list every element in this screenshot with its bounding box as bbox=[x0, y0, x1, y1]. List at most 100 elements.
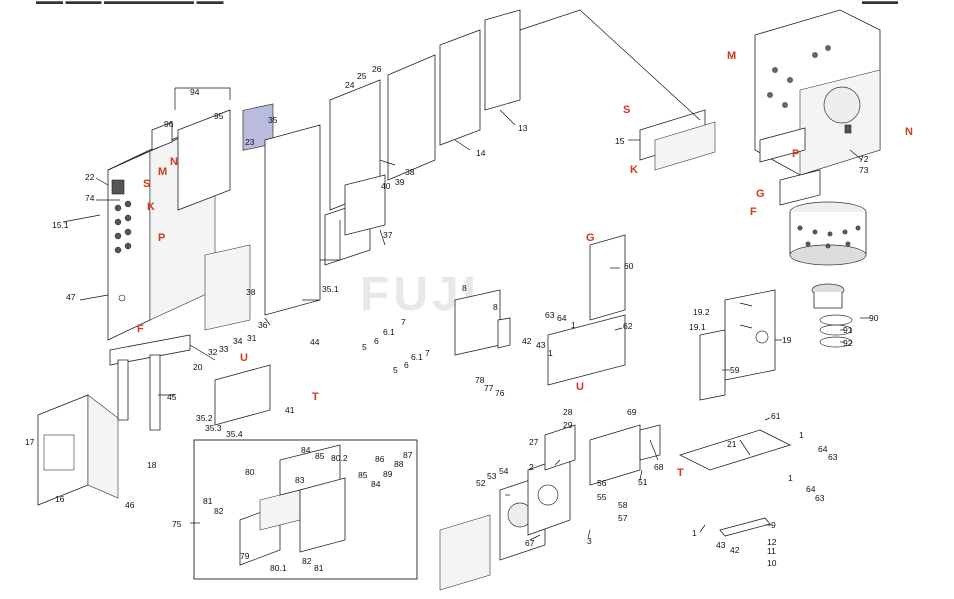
callout: 44 bbox=[310, 337, 320, 347]
callout: 38 bbox=[246, 287, 256, 297]
callout: 42 bbox=[730, 545, 740, 555]
callout: 85 bbox=[358, 470, 368, 480]
callout: 34 bbox=[233, 336, 243, 346]
callout: 64 bbox=[818, 444, 828, 454]
callout: 74 bbox=[85, 193, 95, 203]
callout: 18 bbox=[147, 460, 157, 470]
letter-marker: F bbox=[137, 323, 144, 335]
callout: 19.2 bbox=[693, 307, 710, 317]
callout: 42 bbox=[522, 336, 532, 346]
callout: 2 bbox=[529, 462, 534, 472]
left-cabinet bbox=[107, 103, 274, 341]
letter-marker: P bbox=[792, 148, 799, 160]
callout: 15.1 bbox=[52, 220, 69, 230]
callout: 45 bbox=[167, 392, 177, 402]
callout: 38 bbox=[405, 167, 415, 177]
letter-marker: K bbox=[147, 201, 155, 213]
letter-marker: T bbox=[677, 467, 684, 479]
letter-marker: U bbox=[576, 381, 584, 393]
letter-marker: M bbox=[158, 166, 167, 178]
callout: 47 bbox=[66, 292, 76, 302]
callout: 85 bbox=[315, 451, 325, 461]
header-right-text: ▬▬▬▬ bbox=[862, 0, 898, 6]
callout: 35.3 bbox=[205, 423, 222, 433]
bracket-51-68 bbox=[589, 424, 661, 486]
callout: 40 bbox=[381, 181, 391, 191]
letter-marker: F bbox=[750, 206, 757, 218]
callout: 35.4 bbox=[226, 429, 243, 439]
callout: 88 bbox=[394, 459, 404, 469]
letter-marker: P bbox=[158, 232, 165, 244]
callout: 33 bbox=[219, 344, 229, 354]
callout: 55 bbox=[597, 492, 607, 502]
callout: 31 bbox=[247, 333, 257, 343]
callout: 15 bbox=[615, 136, 625, 146]
callout: 80.1 bbox=[270, 563, 287, 573]
callout: 1 bbox=[799, 430, 804, 440]
callout: 12 bbox=[767, 537, 777, 547]
callout: 82 bbox=[302, 556, 312, 566]
callout: 8 bbox=[462, 283, 467, 293]
callout: 27 bbox=[529, 437, 539, 447]
callout: 82 bbox=[214, 506, 224, 516]
callout: 91 bbox=[843, 325, 853, 335]
callout: 1 bbox=[788, 473, 793, 483]
callout: 6.1 bbox=[383, 327, 395, 337]
callout: 76 bbox=[495, 388, 505, 398]
callout: 84 bbox=[371, 479, 381, 489]
callout: 96 bbox=[164, 119, 174, 129]
callout: 56 bbox=[597, 478, 607, 488]
callout: 81 bbox=[314, 563, 324, 573]
nozzle-assembly bbox=[811, 283, 853, 348]
callout: 58 bbox=[618, 500, 628, 510]
callout: 24 bbox=[345, 80, 355, 90]
callout: 35 bbox=[268, 115, 278, 125]
callout: 1 bbox=[571, 320, 576, 330]
bracket-15 bbox=[639, 109, 716, 171]
letter-marker: S bbox=[623, 104, 630, 116]
callout: 63 bbox=[828, 452, 838, 462]
callout: 32 bbox=[208, 347, 218, 357]
callout: 80.2 bbox=[331, 453, 348, 463]
callout: 95 bbox=[214, 111, 224, 121]
callout: 59 bbox=[730, 365, 740, 375]
callout: 26 bbox=[372, 64, 382, 74]
callout: 17 bbox=[25, 437, 35, 447]
callout: 19 bbox=[782, 335, 792, 345]
callout: 75 bbox=[172, 519, 182, 529]
callout: 52 bbox=[476, 478, 486, 488]
callout: 36 bbox=[258, 320, 268, 330]
callout: 51 bbox=[638, 477, 648, 487]
callout: 20 bbox=[193, 362, 203, 372]
callout: 64 bbox=[806, 484, 816, 494]
callout: 22 bbox=[85, 172, 95, 182]
callout: 89 bbox=[383, 469, 393, 479]
callout: 94 bbox=[190, 87, 200, 97]
reference-letters: M N S K P F U T G U T S K M N P G F bbox=[137, 50, 913, 479]
letter-marker: T bbox=[312, 391, 319, 403]
callout: 83 bbox=[295, 475, 305, 485]
middle-frame bbox=[204, 124, 321, 426]
callout: 11 bbox=[767, 546, 776, 556]
callout: 28 bbox=[563, 407, 573, 417]
callout: 14 bbox=[476, 148, 486, 158]
callout: 37 bbox=[383, 230, 393, 240]
left-lower-assembly bbox=[37, 334, 191, 506]
callout: 19.1 bbox=[689, 322, 706, 332]
callout: 39 bbox=[395, 177, 405, 187]
callout: 7 bbox=[425, 348, 430, 358]
callout: 35.1 bbox=[322, 284, 339, 294]
callout: 43 bbox=[716, 540, 726, 550]
callout: 62 bbox=[623, 321, 633, 331]
callout: 64 bbox=[557, 313, 567, 323]
callout: 92 bbox=[843, 338, 853, 348]
callout: 86 bbox=[375, 454, 385, 464]
callout: 43 bbox=[536, 340, 546, 350]
callout: 3 bbox=[587, 536, 592, 546]
letter-marker: K bbox=[630, 164, 638, 176]
right-brackets bbox=[678, 289, 792, 537]
callout: 78 bbox=[475, 375, 485, 385]
callout: 1 bbox=[548, 348, 553, 358]
letter-marker: M bbox=[727, 50, 736, 62]
